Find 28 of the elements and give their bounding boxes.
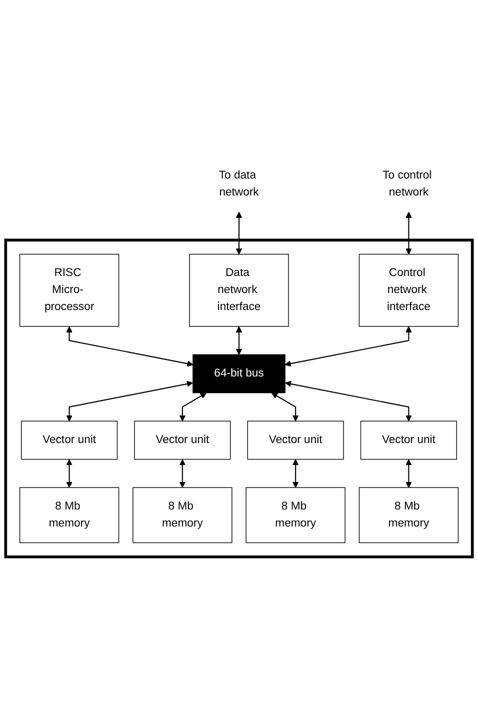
node-box: Vector unit bbox=[21, 420, 118, 460]
arrow bbox=[66, 459, 72, 488]
node-box: 8 Mb memory bbox=[132, 486, 232, 543]
node-box: 8 Mb memory bbox=[19, 486, 120, 543]
arrow bbox=[406, 212, 412, 254]
arrow bbox=[406, 459, 412, 488]
node-box: 8 Mb memory bbox=[246, 486, 346, 543]
node-box: Vector unit bbox=[247, 420, 344, 460]
arrow bbox=[179, 459, 186, 488]
arrow bbox=[285, 380, 412, 422]
node-box: Control network interface bbox=[358, 254, 459, 326]
node-box: Data network interface bbox=[189, 254, 289, 326]
arrow bbox=[284, 326, 412, 366]
node-box: Vector unit bbox=[134, 420, 231, 460]
node-text: To control network bbox=[382, 169, 432, 198]
arrow bbox=[292, 459, 299, 488]
arrow bbox=[271, 392, 299, 422]
node-text: To data network bbox=[218, 169, 259, 198]
cluster bbox=[4, 238, 474, 558]
arrow bbox=[236, 326, 242, 355]
arrow bbox=[179, 392, 207, 422]
arrow bbox=[66, 380, 193, 422]
node-box: 64-bit bus bbox=[192, 354, 286, 393]
arrow bbox=[66, 326, 194, 366]
node-box: 8 Mb memory bbox=[358, 486, 459, 543]
node-box: Vector unit bbox=[360, 420, 457, 460]
node-box: RISC Micro- processor bbox=[19, 254, 120, 326]
arrow bbox=[236, 212, 242, 254]
